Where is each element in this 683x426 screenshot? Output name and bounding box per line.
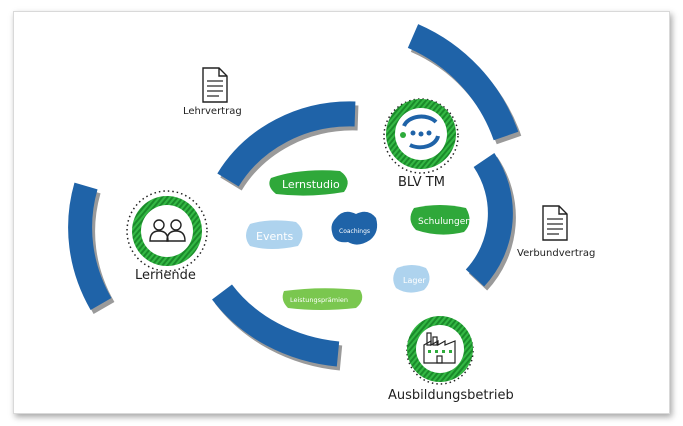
blob-lernstudio [269, 170, 348, 196]
ring-arc-left [68, 182, 115, 314]
label-blv: BLV TM [398, 175, 445, 190]
ring-arc-top-right [407, 24, 522, 145]
blob-events [246, 220, 303, 249]
factory-icon [423, 332, 456, 364]
label-lernstudio: Lernstudio [282, 178, 340, 191]
blv-logo-icon [400, 114, 440, 150]
label-schulungen: Schulungen [418, 217, 471, 227]
node-lernende [126, 190, 208, 272]
label-lehrvertrag: Lehrvertrag [183, 106, 242, 117]
ring-arc-bottom [212, 284, 343, 371]
blob-coachings [331, 211, 378, 245]
label-events: Events [256, 230, 294, 243]
label-lernende: Lernende [135, 268, 196, 283]
ring-arc-right [465, 152, 516, 291]
label-leistungspraemien: Leistungsprämien [290, 296, 348, 304]
people-icon [149, 219, 186, 242]
node-blv [383, 98, 459, 174]
document-icon [542, 205, 568, 241]
blob-schulungen [410, 205, 470, 235]
ring-arc-top [217, 101, 359, 191]
document-icon [202, 67, 228, 103]
label-coachings: Coachings [339, 228, 370, 235]
label-lager: Lager [403, 276, 426, 285]
label-verbundvertrag: Verbundvertrag [517, 248, 595, 259]
blob-leistungspraemien [282, 288, 363, 310]
blob-lager [393, 265, 430, 293]
node-betrieb [406, 316, 474, 385]
label-ausbildungsbetrieb: Ausbildungsbetrieb [388, 388, 514, 403]
